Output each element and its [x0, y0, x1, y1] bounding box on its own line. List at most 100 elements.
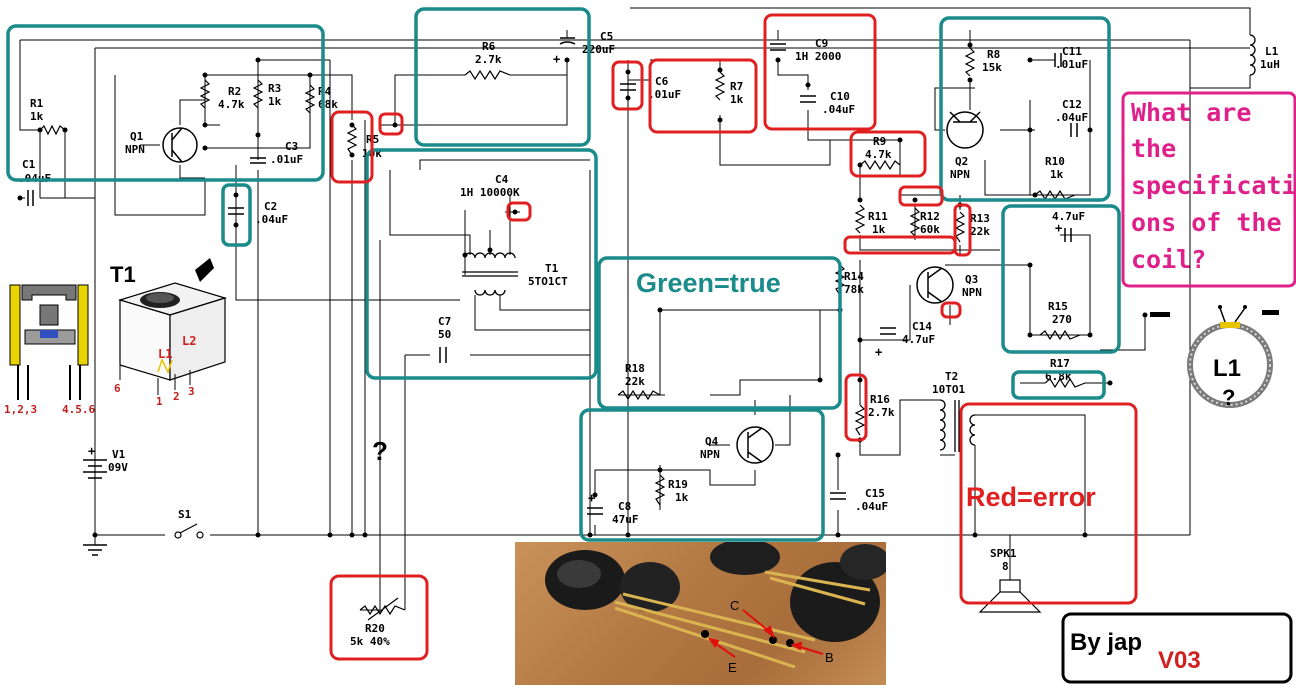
q3-name: Q3: [965, 273, 978, 286]
resistor-r4-icon: [304, 84, 316, 114]
c11-value: .01uF: [1055, 58, 1088, 71]
resistor-r20-icon: [359, 604, 406, 616]
r18-value: 22k: [625, 375, 645, 388]
t1-pin-2: 2: [173, 390, 180, 403]
resistor-r8-icon: [964, 47, 976, 77]
r19-value: 1k: [675, 491, 689, 504]
r1-value: 1k: [30, 110, 44, 123]
c2-name: C2: [264, 200, 277, 213]
red-legend-label: Red=error: [966, 482, 1096, 512]
r6-value: 2.7k: [475, 53, 502, 66]
resistor-r18-icon: [617, 389, 661, 401]
l1-toroid-question: ?: [1222, 385, 1235, 410]
t1-coil-l2-label: L2: [182, 334, 196, 348]
resistor-r11-icon: [854, 204, 866, 234]
r15-value: 270: [1052, 313, 1072, 326]
svg-text:+: +: [875, 345, 882, 359]
r13-name: R13: [970, 212, 990, 225]
t1-coil-l1-label: L1: [158, 347, 172, 361]
speaker-spk1-icon: [978, 579, 1042, 613]
resistor-r13-icon: [954, 211, 966, 243]
r1-name: R1: [30, 97, 44, 110]
resistor-r3-icon: [252, 79, 264, 109]
pin-label-e: E: [728, 660, 737, 675]
spk1-name: SPK1: [990, 547, 1017, 560]
question-box: [1121, 91, 1296, 288]
c15-name: C15: [865, 487, 885, 500]
c12-value: .04uF: [1055, 111, 1088, 124]
c13-value: 4.7uF: [1052, 210, 1085, 223]
c12-name: C12: [1062, 98, 1082, 111]
t2-value: 10TO1: [932, 383, 965, 396]
t1-title: T1: [110, 262, 136, 287]
t1-3d-sketch: [117, 258, 228, 395]
resistor-r9-icon: [859, 159, 901, 171]
resistor-r12-icon: [909, 207, 921, 237]
r13-value: 22k: [970, 225, 990, 238]
unknown-mark: ?: [372, 436, 388, 466]
c1-name: C1: [22, 158, 36, 171]
pin-group-right: 4.5.6: [62, 403, 95, 416]
c3-value: .01uF: [270, 153, 303, 166]
c2-value: .04uF: [255, 213, 288, 226]
c8-value: 47uF: [612, 513, 639, 526]
c3-name: C3: [285, 140, 298, 153]
credit-author: By jap: [1070, 629, 1142, 656]
q1-name: Q1: [130, 130, 144, 143]
q4-name: Q4: [705, 435, 719, 448]
l1-toroid-icon: [1150, 305, 1279, 408]
q3-type: NPN: [962, 286, 982, 299]
resistor-r19-icon: [654, 474, 666, 506]
svg-text:specificati: specificati: [1131, 171, 1296, 200]
spk1-value: 8: [1002, 560, 1009, 573]
r17-name: R17: [1050, 357, 1070, 370]
resistor-r1-icon: [39, 124, 66, 136]
r9-name: R9: [873, 135, 886, 148]
resistor-r2-icon: [199, 79, 211, 109]
r10-name: R10: [1045, 155, 1065, 168]
c9-value: 1H 2000: [795, 50, 841, 63]
question-text: What are the specificati ons of the coil…: [1131, 98, 1296, 274]
resistor-symbols: [39, 47, 1086, 621]
svg-text:+: +: [588, 491, 595, 505]
r18-name: R18: [625, 362, 645, 375]
t1-pin-6: 6: [114, 382, 121, 395]
r11-value: 1k: [872, 223, 886, 236]
ground-icon: [83, 544, 107, 556]
t2-primary-icon: [939, 399, 946, 451]
pin-label-b: B: [825, 650, 834, 665]
t1-pin-3: 3: [188, 385, 195, 398]
r8-value: 15k: [982, 61, 1002, 74]
c6-value: .01uF: [648, 88, 681, 101]
q2-type: NPN: [950, 168, 970, 181]
r2-name: R2: [228, 85, 241, 98]
coil-l1-icon: [1249, 34, 1256, 76]
r11-name: R11: [868, 210, 888, 223]
svg-text:+: +: [553, 52, 560, 66]
capacitor-symbols: [27, 37, 1078, 515]
c8-name: C8: [618, 500, 631, 513]
resistor-r6-icon: [464, 69, 511, 81]
r7-value: 1k: [730, 93, 744, 106]
r7-name: R7: [730, 80, 743, 93]
resistor-r16-icon: [854, 404, 866, 436]
q2-name: Q2: [955, 155, 968, 168]
r3-name: R3: [268, 82, 281, 95]
c4-value: 1H 10000K: [460, 186, 520, 199]
green-legend-label: Green=true: [636, 268, 781, 298]
r20-name: R20: [365, 622, 385, 635]
r12-name: R12: [920, 210, 940, 223]
c11-name: C11: [1062, 45, 1082, 58]
s1-name: S1: [178, 508, 192, 521]
pin-group-left: 1,2,3: [4, 403, 37, 416]
resistor-r17-icon: [1044, 377, 1086, 389]
v1-name: V1: [112, 448, 126, 461]
c14-value: 4.7uF: [902, 333, 935, 346]
svg-text:+: +: [88, 444, 95, 458]
c7-value: 50: [438, 328, 451, 341]
switch-s1-icon: [174, 523, 204, 539]
r10-value: 1k: [1050, 168, 1064, 181]
junction-dots: [17, 42, 1148, 538]
l1-value: 1uH: [1260, 58, 1280, 71]
r16-value: 2.7k: [868, 406, 895, 419]
